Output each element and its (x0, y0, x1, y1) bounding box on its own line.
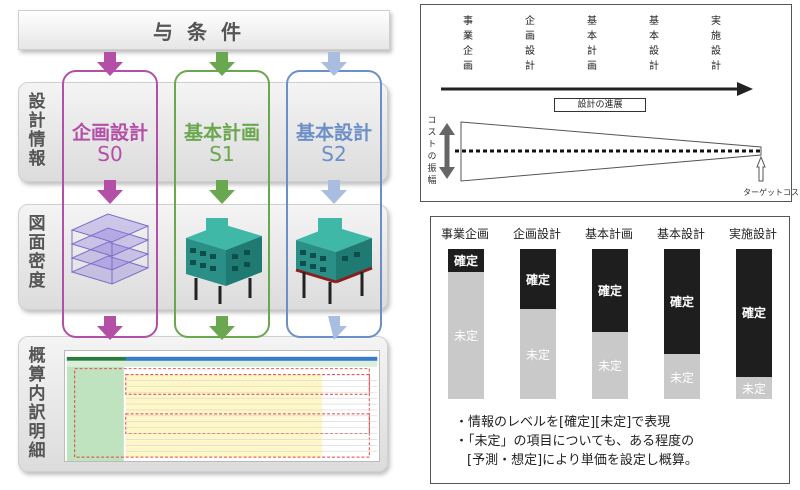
row-label-design-info: 設計情報 (22, 92, 46, 168)
undecided-segment-label: 未定 (669, 370, 694, 385)
bar-column: 事業企画確定未定 (435, 225, 495, 399)
building-wireframe-s0 (70, 213, 150, 285)
undecided-segment-label: 未定 (597, 359, 622, 374)
arrows-s0 (97, 52, 123, 340)
info-level-bar: 確定未定 (448, 249, 484, 399)
down-arrow-icon (209, 52, 235, 76)
progress-phase-label: 実施設計 (708, 15, 720, 75)
design-progress-diagram: 事業企画 企画設計 基本計画 基本設計 実施設計 設計の進展 コストの振幅 ター… (420, 4, 800, 202)
flow-arrows (70, 52, 373, 340)
progress-phase-label: 事業企画 (460, 15, 472, 75)
fixed-segment: 確定 (448, 249, 484, 272)
phase-name-s2: 基本設計 (295, 122, 372, 144)
bar-column: 実施設計確定未定 (723, 225, 783, 399)
bar-category-label: 基本設計 (656, 227, 705, 241)
phase-code-s0: S0 (97, 142, 123, 166)
progress-phase-label: 企画設計 (522, 15, 534, 75)
down-arrow-icon (97, 180, 123, 204)
bar-category-label: 事業企画 (440, 227, 489, 241)
fixed-segment: 確定 (664, 249, 700, 354)
arrows-s2 (321, 52, 347, 340)
bar-column: 基本設計確定未定 (651, 225, 711, 399)
progress-phase-2: 基本計画 (583, 15, 597, 75)
info-level-bar: 確定未定 (664, 249, 700, 399)
row-label-text: 設計情報 (24, 92, 45, 168)
undecided-segment-label: 未定 (741, 381, 766, 396)
info-level-bar: 確定未定 (520, 249, 556, 399)
fixed-segment: 確定 (736, 249, 772, 377)
down-arrow-icon (209, 316, 235, 340)
estimate-detail-table-thumbnail (64, 350, 380, 462)
down-arrow-icon (209, 180, 235, 204)
phase-matrix-panel: 与条件 設計情報 図面密度 概算内訳明細 企画設計 S0 基本計画 S1 基本設… (18, 10, 390, 472)
progress-phase-4: 実施設計 (707, 15, 721, 75)
down-arrow-icon (439, 167, 455, 179)
info-level-bar: 確定未定 (736, 249, 772, 399)
bar-category-label: 企画設計 (512, 227, 561, 241)
target-cost-label: ターゲットコスト (743, 188, 800, 197)
down-arrow-icon (97, 316, 123, 340)
phase-name-s1: 基本計画 (183, 122, 260, 144)
down-arrow-icon (97, 52, 123, 76)
undecided-segment-label: 未定 (453, 329, 478, 344)
down-arrow-icon (321, 52, 347, 76)
target-up-arrow-icon (756, 155, 766, 182)
down-arrow-icon (321, 316, 347, 340)
fixed-segment: 確定 (592, 249, 628, 332)
row-label-drawing-density: 図面密度 (22, 214, 46, 290)
bar-category-label: 実施設計 (728, 227, 777, 241)
phase-name-s0: 企画設計 (71, 122, 148, 144)
bar-category-label: 基本計画 (584, 227, 633, 241)
note-line: ・情報のレベルを[確定][未定]で表現 (455, 415, 671, 430)
info-level-chart: 事業企画確定未定企画設計確定未定基本計画確定未定基本設計確定未定実施設計確定未定… (430, 216, 790, 484)
progress-phase-label: 基本設計 (646, 15, 658, 75)
progress-label: 設計の進展 (554, 98, 646, 112)
given-conditions-header: 与条件 (18, 10, 390, 50)
note-line: [予測・想定]により単価を設定し概算。 (467, 453, 698, 468)
row-label-text: 図面密度 (24, 214, 45, 290)
progress-phase-1: 企画設計 (521, 15, 535, 75)
progress-phase-3: 基本設計 (645, 15, 659, 75)
up-arrow-icon (439, 123, 455, 135)
bar-column: 基本計画確定未定 (579, 225, 639, 399)
row-label-estimate: 概算内訳明細 (22, 346, 46, 460)
note-line: ・「未定」の項目についても、ある程度の (455, 434, 695, 449)
building-model-s1 (186, 218, 262, 304)
phase-code-s2: S2 (321, 142, 347, 166)
arrows-s1 (209, 52, 235, 340)
building-model-s2 (295, 218, 373, 304)
row-label-text: 概算内訳明細 (24, 346, 45, 460)
cost-amplitude-label: コストの振幅 (425, 115, 436, 187)
progress-graphics (439, 82, 766, 182)
phase-code-s1: S1 (209, 142, 235, 166)
row-band-design-info (18, 82, 388, 182)
undecided-segment-label: 未定 (525, 348, 550, 362)
right-arrow-icon (737, 82, 753, 96)
progress-phase-label: 基本計画 (584, 15, 596, 75)
cost-label-text: コストの振幅 (425, 115, 436, 187)
fixed-segment: 確定 (520, 249, 556, 309)
notes: ・情報のレベルを[確定][未定]で表現 ・「未定」の項目についても、ある程度の … (455, 413, 698, 470)
down-arrow-icon (321, 180, 347, 204)
info-level-bar: 確定未定 (592, 249, 628, 399)
bar-column: 企画設計確定未定 (507, 225, 567, 399)
progress-phase-0: 事業企画 (459, 15, 473, 75)
